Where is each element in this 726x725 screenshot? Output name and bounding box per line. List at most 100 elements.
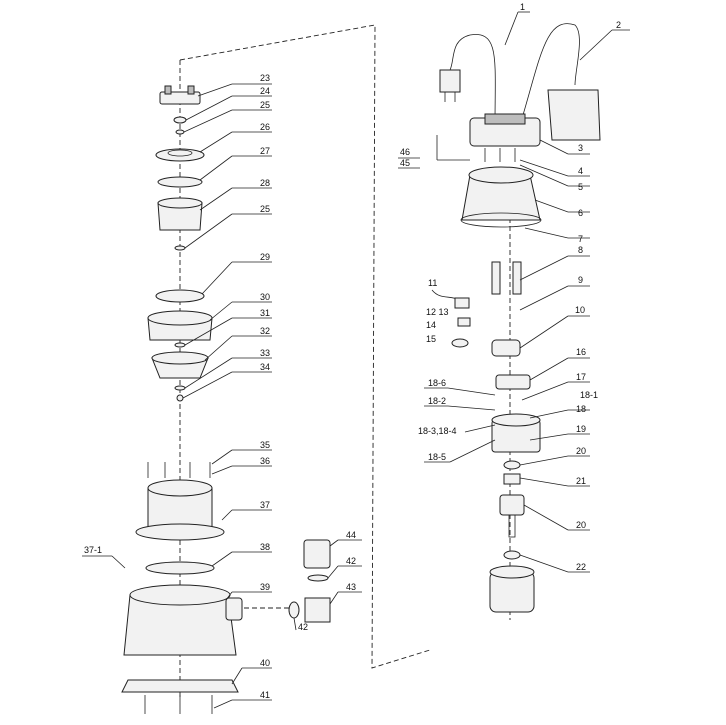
seal-housing: [147, 310, 213, 341]
bolt-right: [512, 261, 522, 295]
callout-10: 10: [575, 305, 585, 315]
callout-42b: 42: [298, 622, 308, 632]
callout-18-6: 18-6: [428, 378, 446, 388]
stator: [491, 413, 541, 453]
callout-15: 15: [426, 334, 436, 344]
callout-38: 38: [260, 542, 270, 552]
washer-31: [174, 342, 186, 348]
seal-plate: [155, 148, 205, 162]
o-ring-27: [157, 176, 203, 188]
callout-42a: 42: [346, 556, 356, 566]
callout-32: 32: [260, 326, 270, 336]
callout-30: 30: [260, 292, 270, 302]
callout-labels: 1 2 3 4 5 6 7 8 9 10 11 12 13 14 15 16 1…: [84, 2, 621, 700]
callout-21: 21: [576, 476, 586, 486]
callout-28: 28: [260, 178, 270, 188]
callout-14: 14: [426, 320, 436, 330]
leader-lines: [82, 11, 630, 709]
callout-20-lower: 20: [576, 520, 586, 530]
motor-housing: [489, 565, 535, 613]
o-ring-38: [145, 561, 215, 575]
bottom-screws: [144, 695, 213, 714]
top-screws: [147, 462, 211, 478]
callout-6: 6: [578, 208, 583, 218]
float-cable: [519, 23, 580, 126]
ring-19: [503, 460, 521, 470]
handle: [469, 113, 541, 147]
callout-39: 39: [260, 582, 270, 592]
pump-base: [123, 584, 243, 656]
callout-1: 1: [520, 2, 525, 12]
rotor: [499, 494, 525, 538]
washer-33: [174, 385, 186, 391]
power-cable: [449, 34, 496, 126]
callout-25: 25: [260, 100, 270, 110]
callout-19: 19: [576, 424, 586, 434]
terminal-block: [454, 297, 470, 309]
callout-37-1: 37-1: [84, 545, 102, 555]
motor-cover: [460, 166, 542, 228]
gasket-42b: [288, 601, 300, 619]
callout-25b: 25: [260, 204, 270, 214]
callout-2: 2: [616, 20, 621, 30]
callout-18-1: 18-1: [580, 390, 598, 400]
o-ring-29: [155, 289, 205, 303]
callout-18: 18: [576, 404, 586, 414]
callout-26: 26: [260, 122, 270, 132]
bearing-20-lower: [503, 550, 521, 560]
terminal-14: [457, 317, 471, 327]
callout-5: 5: [578, 182, 583, 192]
ring-15: [451, 338, 469, 348]
assembly-link-line: [179, 24, 431, 669]
callout-18-3-18-4: 18-3,18-4: [418, 426, 457, 436]
callout-41: 41: [260, 690, 270, 700]
callout-4: 4: [578, 166, 583, 176]
base-plate: [121, 679, 239, 693]
callout-35: 35: [260, 440, 270, 450]
callout-11: 11: [428, 278, 437, 288]
callout-27: 27: [260, 146, 270, 156]
callout-33: 33: [260, 348, 270, 358]
callout-29: 29: [260, 252, 270, 262]
callout-40: 40: [260, 658, 270, 668]
elbow-43: [304, 597, 331, 623]
callout-12-13: 12 13: [426, 307, 449, 317]
nut-34: [176, 394, 184, 402]
bearing-20: [503, 473, 521, 485]
callout-23: 23: [260, 73, 270, 83]
float-switch: [547, 89, 601, 141]
pump-body: [135, 479, 225, 541]
callout-3: 3: [578, 143, 583, 153]
hose-adapter-44: [303, 539, 331, 569]
handle-screws: [484, 148, 516, 162]
washer-25: [175, 129, 185, 135]
callout-46: 46: [400, 147, 410, 157]
callout-44: 44: [346, 530, 356, 540]
callout-8: 8: [578, 245, 583, 255]
callout-18-5: 18-5: [428, 452, 446, 462]
capacitor: [491, 339, 521, 357]
washer-25b: [174, 245, 186, 251]
callout-45: 45: [400, 158, 410, 168]
gasket-42a: [307, 574, 329, 582]
seal-cover: [495, 374, 531, 390]
callout-7: 7: [578, 234, 583, 244]
power-plug: [439, 69, 461, 102]
callout-17: 17: [576, 372, 586, 382]
callout-20: 20: [576, 446, 586, 456]
callout-16: 16: [576, 347, 586, 357]
bolt-left: [491, 261, 501, 295]
callout-22: 22: [576, 562, 586, 572]
callout-24: 24: [260, 86, 270, 96]
washer-24: [173, 116, 187, 124]
callout-9: 9: [578, 275, 583, 285]
callout-36: 36: [260, 456, 270, 466]
top-cap: [159, 85, 201, 105]
callout-37: 37: [260, 500, 270, 510]
callout-34: 34: [260, 362, 270, 372]
impeller: [151, 351, 209, 379]
callout-43: 43: [346, 582, 356, 592]
callout-31: 31: [260, 308, 270, 318]
callout-18-2: 18-2: [428, 396, 446, 406]
